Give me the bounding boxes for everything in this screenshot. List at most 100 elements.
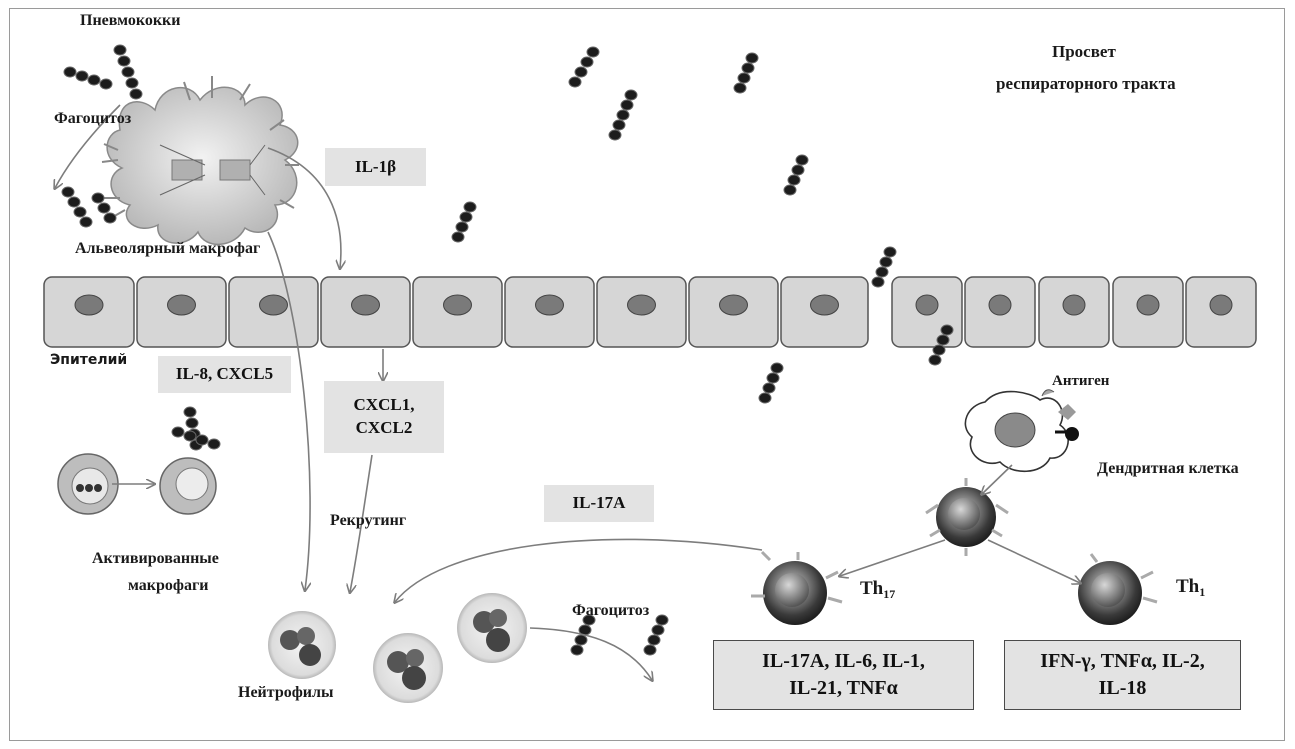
label-antigen: Антиген: [1052, 373, 1109, 390]
pneumococcus: [792, 165, 804, 175]
cell-nucleus: [352, 295, 380, 315]
pneumococcus: [184, 431, 196, 441]
th17-output-line1: IL-17A, IL-6, IL-1,: [762, 648, 925, 675]
label-lumen-line2: респираторного тракта: [996, 74, 1176, 94]
cell-nucleus: [75, 295, 103, 315]
arrow-tcell-to-th17: [840, 540, 945, 576]
pneumococcus: [92, 193, 104, 203]
pneumococcus: [184, 407, 196, 417]
pneumococcus: [126, 78, 138, 88]
th1-output-box: IFN-γ, TNFα, IL-2, IL-18: [1004, 640, 1241, 710]
th17-subscript: 17: [883, 587, 895, 601]
pneumococcus: [784, 185, 796, 195]
pneumococcus: [114, 45, 126, 55]
cxcl-line2: CXCL2: [356, 417, 413, 440]
pneumococcus: [571, 645, 583, 655]
pneumococcus: [648, 635, 660, 645]
pneumococcus: [746, 53, 758, 63]
pneumococcus: [621, 100, 633, 110]
label-recruiting: Рекрутинг: [330, 512, 406, 530]
pneumococcus: [575, 635, 587, 645]
pneumococcus: [104, 213, 116, 223]
label-phagocytosis-bottom: Фагоцитоз: [572, 602, 649, 620]
pneumococcus: [788, 175, 800, 185]
pneumococcus: [876, 267, 888, 277]
pneumococcus: [644, 645, 656, 655]
cell-nucleus: [628, 295, 656, 315]
pneumococcus: [464, 202, 476, 212]
cell-nucleus: [811, 295, 839, 315]
pneumococcus: [759, 393, 771, 403]
arrow-dc-to-tcell: [982, 465, 1012, 494]
arrow-phagocytosis-bottom: [530, 628, 652, 680]
cell-nucleus: [916, 295, 938, 315]
pneumococcus: [460, 212, 472, 222]
arrow-th17-to-neutrophils: [395, 539, 762, 602]
alveolar-macrophage: [102, 76, 299, 244]
pneumococcus: [742, 63, 754, 73]
label-alveolar-macrophage: Альвеолярный макрофаг: [75, 240, 260, 258]
cell-nucleus: [168, 295, 196, 315]
label-pneumococci: Пневмококки: [80, 12, 180, 30]
pneumococcus: [625, 90, 637, 100]
th1-output-line2: IL-18: [1099, 675, 1147, 702]
th1-main: Th: [1176, 576, 1199, 597]
activated-macrophages: [58, 454, 216, 514]
box-il17a: IL-17A: [544, 485, 654, 522]
pneumococcus: [68, 197, 80, 207]
th17-main: Th: [860, 578, 883, 599]
pneumococcus: [587, 47, 599, 57]
label-activated-line2: макрофаги: [128, 577, 208, 595]
pneumococcus: [452, 232, 464, 242]
pneumococcus: [929, 355, 941, 365]
pneumococcus: [581, 57, 593, 67]
cell-nucleus: [720, 295, 748, 315]
cell-nucleus: [1063, 295, 1085, 315]
cxcl-line1: CXCL1,: [354, 394, 415, 417]
pneumococcus: [208, 439, 220, 449]
pneumococcus: [569, 77, 581, 87]
pneumococcus: [609, 130, 621, 140]
pneumococcus: [656, 615, 668, 625]
pneumococcus: [64, 67, 76, 77]
pneumococcus: [80, 217, 92, 227]
pneumococcus: [456, 222, 468, 232]
cell-nucleus: [1137, 295, 1159, 315]
label-lumen-line1: Просвет: [1052, 42, 1116, 62]
label-dendritic-cell: Дендритная клетка: [1097, 460, 1239, 478]
dendritic-cell: [965, 390, 1079, 472]
box-cxcl1-cxcl2: CXCL1, CXCL2: [324, 381, 444, 453]
box-il1b: IL-1β: [325, 148, 426, 186]
pneumococcus: [937, 335, 949, 345]
pneumococcus: [617, 110, 629, 120]
pneumococcus: [575, 67, 587, 77]
pneumococcus: [88, 75, 100, 85]
pneumococcus: [767, 373, 779, 383]
th17-output-box: IL-17A, IL-6, IL-1, IL-21, TNFα: [713, 640, 974, 710]
pneumococcus: [771, 363, 783, 373]
epithelium-layer: [44, 277, 1256, 347]
pneumococcus: [186, 418, 198, 428]
pneumococcus: [796, 155, 808, 165]
pneumococcus: [196, 435, 208, 445]
pneumococcus: [76, 71, 88, 81]
pneumococcus: [172, 427, 184, 437]
label-phagocytosis-top: Фагоцитоз: [54, 110, 131, 128]
label-neutrophils: Нейтрофилы: [238, 684, 333, 702]
th1-output-line1: IFN-γ, TNFα, IL-2,: [1040, 648, 1204, 675]
pneumococcus: [62, 187, 74, 197]
pneumococcus: [652, 625, 664, 635]
cell-nucleus: [444, 295, 472, 315]
pneumococcus: [613, 120, 625, 130]
pneumococcus: [933, 345, 945, 355]
arrow-tcell-to-th1: [988, 540, 1080, 583]
pneumococcus: [118, 56, 130, 66]
pneumococcus: [74, 207, 86, 217]
label-th1: Th1: [1176, 576, 1205, 600]
th1-cell: [1078, 554, 1157, 625]
pneumococcus: [884, 247, 896, 257]
th17-output-line2: IL-21, TNFα: [789, 675, 898, 702]
label-epithelium: Эпителий: [50, 352, 127, 368]
pneumococcus: [872, 277, 884, 287]
th17-cell: [751, 552, 842, 625]
